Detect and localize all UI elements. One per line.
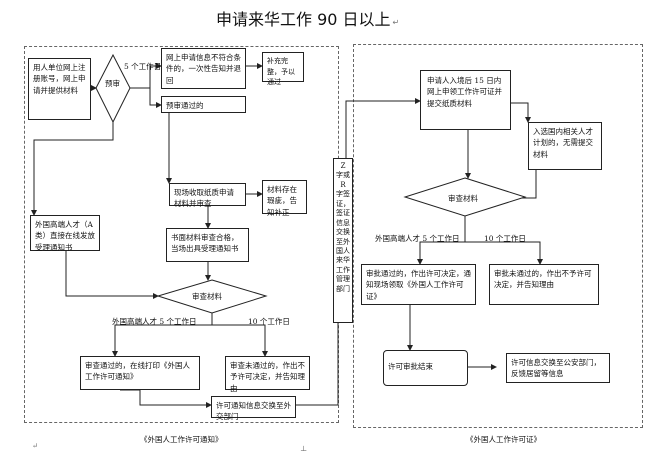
rejected-notice-box: 审查未通过的，作出不予许可决定，并告知理由	[225, 356, 310, 393]
pre-review-passed-box: 预审通过的	[161, 96, 246, 113]
onsite-collection-box: 现场收取纸质申请材料并审查	[169, 183, 246, 208]
notice-exchange-box: 许可通知信息交换至外交部门	[211, 396, 296, 421]
rejected-online-box: 网上申请信息不符合条件的，一次性告知并退回	[161, 48, 246, 89]
permit-region	[353, 44, 643, 428]
permit-exchange-box: 许可信息交换至公安部门，反馈居留等信息	[506, 353, 610, 383]
acceptance-notice-box: 书面材料审查合格，当场出具受理通知书	[166, 228, 249, 262]
review-materials-diamond-right	[403, 177, 527, 217]
permit-caption: 《外国人工作许可证》	[466, 435, 541, 444]
supplement-box: 补充完整，予以通过	[262, 52, 304, 86]
talent-plan-box: 入选国内相关人才计划的，无需提交材料	[528, 122, 602, 170]
entry-apply-box: 申请人入境后 15 日内网上申领工作许可证并提交纸质材料	[420, 70, 511, 130]
notice-caption: 《外国人工作许可通知》	[140, 435, 223, 444]
right-review-label: 审查材料	[448, 194, 478, 203]
permit-rejected-box: 审批未通过的，作出不予许可决定，并告知理由	[489, 264, 599, 305]
permit-approved-box: 审批通过的，作出许可决定，通知现场领取《外国人工作许可证》	[361, 264, 476, 305]
high-end-talent-box: 外国高端人才（A类）直接在线发放受理通知书	[30, 215, 100, 252]
approved-notice-box: 审查通过的，在线打印《外国人工作许可通知》	[80, 356, 200, 390]
footer-mark-left: ↵	[32, 441, 39, 450]
visa-exchange-box: Z 字或 R 字签证，签证信息交换至外国人来华工作管理部门	[333, 158, 353, 323]
apply-online-box: 用人单位网上注册账号，网上申请并提供材料	[28, 58, 91, 120]
pre-review-diamond	[95, 53, 131, 124]
page-title: 申请来华工作 90 日以上↵	[216, 10, 400, 29]
footer-mark-mid: ⊥	[300, 444, 308, 453]
incomplete-materials-box: 材料存在瑕疵，告知补正	[262, 180, 307, 217]
talent-five-days-label: 外国高端人才 5 个工作日	[112, 317, 197, 326]
review-materials-label: 审查材料	[192, 292, 222, 301]
pre-review-label: 预审	[105, 79, 120, 88]
right-talent-five-days-label: 外国高端人才 5 个工作日	[375, 234, 460, 243]
review-materials-diamond-left	[156, 279, 268, 314]
ten-days-label: 10 个工作日	[248, 317, 290, 326]
right-ten-days-label: 10 个工作日	[484, 234, 526, 243]
permit-end-box: 许可审批结束	[383, 350, 468, 386]
five-days-label: 5 个工作日	[124, 62, 162, 71]
